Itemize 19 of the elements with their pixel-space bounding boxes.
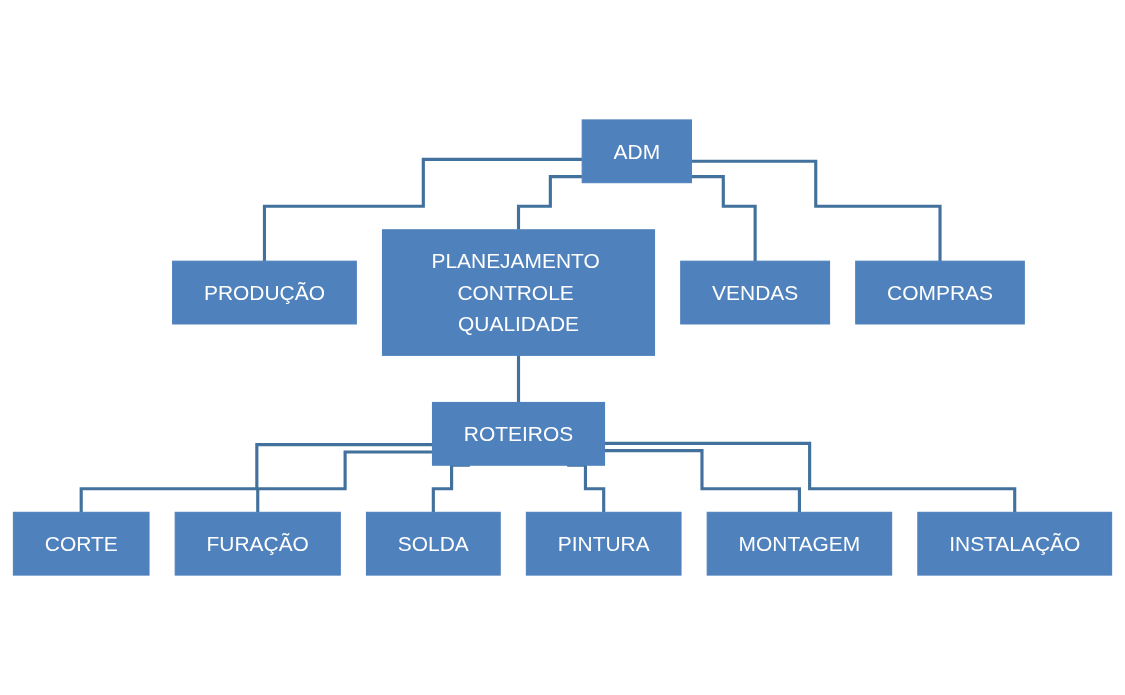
- connector: [604, 441, 1017, 514]
- node-box: FURAÇÃO: [174, 511, 341, 576]
- connector: [691, 159, 942, 263]
- node-box: ADM: [581, 119, 692, 184]
- node-box: CORTE: [12, 511, 150, 576]
- connector: [691, 175, 757, 263]
- node-box: VENDAS: [680, 260, 831, 325]
- node-box: COMPRAS: [855, 260, 1025, 325]
- node-box: MONTAGEM: [706, 511, 893, 576]
- node-box: SOLDA: [365, 511, 501, 576]
- node-box: ROTEIROS: [431, 401, 606, 466]
- node-box: PINTURA: [525, 511, 682, 576]
- node-box: PRODUÇÃO: [172, 260, 357, 325]
- connector: [256, 450, 433, 514]
- connector: [262, 157, 583, 263]
- node-box: PLANEJAMENTO CONTROLE QUALIDADE: [381, 229, 656, 356]
- node-box: INSTALAÇÃO: [917, 511, 1113, 576]
- connector: [604, 449, 801, 514]
- connector: [79, 443, 433, 514]
